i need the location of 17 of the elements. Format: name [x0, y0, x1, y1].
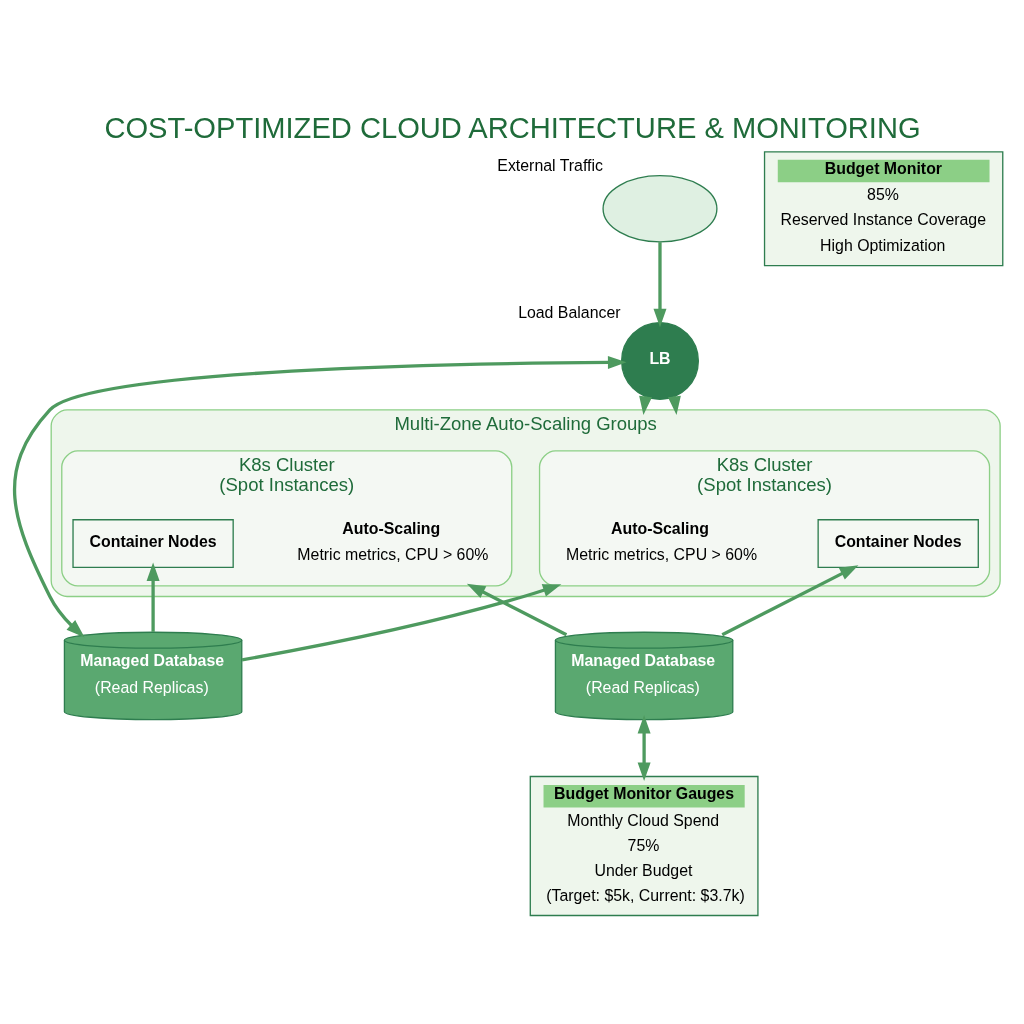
node-text: Auto-Scaling Metric metrics, CPU > 60% [296, 519, 488, 563]
node-box: Container Nodes [817, 518, 979, 568]
arrow [721, 564, 858, 636]
diagram-title: COST-OPTIMIZED CLOUD ARCHITECTURE & MONITORING [103, 111, 921, 144]
arrow [146, 562, 160, 632]
node-box: Budget Monitor 85% Reserved Instance Coverage High Optimization [763, 150, 1003, 266]
arrow [637, 714, 651, 781]
node-box: Container Nodes [71, 518, 234, 568]
arrow [12, 355, 626, 637]
node-text: Auto-Scaling Metric metrics, CPU > 60% [565, 519, 757, 563]
arrow [466, 583, 567, 636]
node-cloud [601, 174, 718, 242]
arrow [241, 583, 561, 661]
node-label: Load Balancer [517, 303, 621, 321]
node-label: External Traffic [496, 156, 603, 174]
node-box: Budget Monitor Gauges Monthly Cloud Spend 75% Under Budget (Target: $5k, Current: $3.7k) [529, 775, 759, 916]
arrow [653, 241, 666, 327]
